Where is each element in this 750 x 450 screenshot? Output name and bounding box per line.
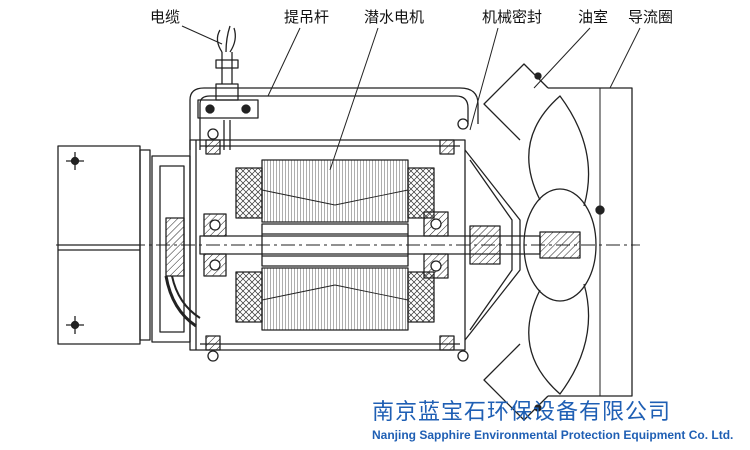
- cable: [215, 25, 239, 150]
- label-mechanical-seal: 机械密封: [482, 8, 543, 26]
- motor-housing: [189, 118, 469, 362]
- lift-rod-frame: [189, 83, 479, 150]
- label-cable: 电缆: [150, 8, 181, 26]
- guide-ring: [483, 63, 633, 421]
- label-submersible-motor: 潜水电机: [364, 8, 425, 26]
- label-guide-ring: 导流圈: [628, 8, 674, 26]
- rear-end-cap: [151, 155, 201, 343]
- leader-lines: [181, 25, 641, 171]
- label-lift-rod: 提吊杆: [284, 8, 330, 26]
- company-name-cn: 南京蓝宝石环保设备有限公司: [372, 400, 672, 425]
- label-oil-chamber: 油室: [578, 8, 609, 26]
- mechanical-seal-housing: [464, 149, 521, 341]
- company-name-en: Nanjing Sapphire Environmental Protectio…: [372, 428, 734, 442]
- propeller: [523, 95, 605, 395]
- stator: [235, 159, 435, 331]
- bearings: [203, 211, 449, 279]
